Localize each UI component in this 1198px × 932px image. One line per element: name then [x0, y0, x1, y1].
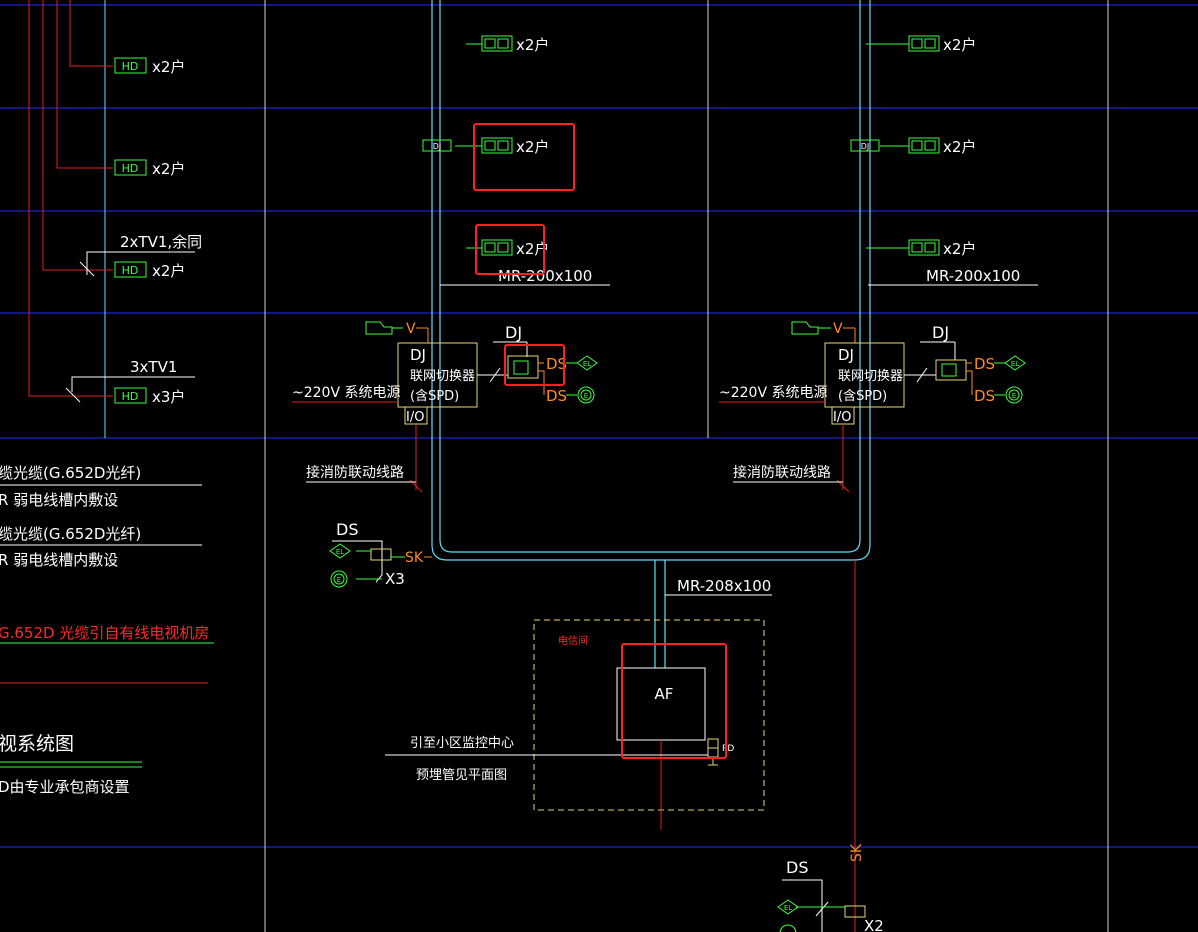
switch-title: DJ: [410, 346, 426, 364]
x3-label: X3: [385, 570, 405, 588]
ds-label: DS: [546, 355, 567, 373]
outlet-count: x2户: [943, 138, 976, 156]
x2-label: X2: [864, 917, 884, 932]
sk-vertical-label: SK: [849, 843, 865, 862]
fire-label: 接消防联动线路: [306, 464, 404, 481]
e-tag: E: [584, 392, 588, 400]
af-label: AF: [655, 685, 674, 703]
left-notes: 缆光缆(G.652D光纤) R 弱电线槽内敷设 缆光缆(G.652D光纤) R …: [0, 464, 214, 796]
dj-label: DJ: [932, 323, 949, 342]
diagram-title: 视系统图: [0, 733, 74, 755]
note-text: R 弱电线槽内敷设: [0, 551, 118, 569]
switch-title: DJ: [838, 346, 854, 364]
hd-tag: HD: [122, 162, 139, 175]
ds-label: DS: [786, 858, 808, 877]
power-label: ~220V 系统电源: [292, 385, 400, 401]
note-text: R 弱电线槽内敷设: [0, 491, 118, 509]
io-label: I/O: [406, 410, 424, 425]
pd-label: PD: [722, 744, 734, 754]
title-note: D由专业承包商设置: [0, 778, 130, 796]
el-tag: EL: [784, 904, 792, 912]
telecom-room: 电信间 AF PD 引至小区监控中心 预埋管见平面图: [385, 619, 765, 830]
switch-name: 联网切换器: [838, 369, 903, 384]
v-label: V: [833, 321, 843, 337]
main-tray-label: MR-208x100: [677, 577, 771, 595]
hd-count: x2户: [152, 160, 185, 178]
highlight-box: [473, 123, 575, 191]
ds-label: DS: [546, 387, 567, 405]
e-tag: E: [1012, 392, 1016, 400]
tray-label: MR-200x100: [926, 267, 1020, 285]
tray-label: MR-200x100: [498, 267, 592, 285]
frame-lines: [264, 0, 1109, 932]
v-label: V: [406, 321, 416, 337]
dj-label: DJ: [505, 323, 522, 342]
ds-label: DS: [974, 387, 995, 405]
sk-label: SK: [405, 550, 424, 566]
hd-count: x2户: [152, 262, 185, 280]
right-sk-riser: SK DS EL X2: [777, 560, 884, 932]
note-text: 缆光缆(G.652D光纤): [0, 525, 141, 543]
hd-tag: HD: [122, 60, 139, 73]
switch-spd: (含SPD): [410, 388, 459, 404]
center-switch: V DJ 联网切换器 (含SPD) I/O ~220V 系统电源 接消防联动线路…: [292, 321, 598, 493]
note-text: 缆光缆(G.652D光纤): [0, 464, 141, 482]
left-riser: HD HD HD HD x2户 x2户 x2户 x3户 2xTV1,余同 3xT…: [28, 0, 202, 438]
right-outlets: DJ x2户 x2户 x2户 MR-200x100: [850, 35, 1038, 286]
outlet-count: x2户: [943, 240, 976, 258]
io-label: I/O: [833, 410, 851, 425]
switch-spd: (含SPD): [838, 388, 887, 404]
highlight-boxes: [473, 123, 727, 759]
switch-name: 联网切换器: [410, 369, 475, 384]
outlet-count: x2户: [943, 36, 976, 54]
el-tag: EL: [583, 360, 591, 368]
right-switch: V DJ 联网切换器 (含SPD) I/O ~220V 系统电源 接消防联动线路…: [719, 321, 1026, 493]
outlet-count: x2户: [516, 36, 549, 54]
outlet-count: x2户: [516, 240, 549, 258]
main-tray: MR-208x100: [665, 577, 772, 596]
highlight-box: [621, 643, 727, 759]
annotation: 3xTV1: [130, 358, 177, 376]
monitor-note: 引至小区监控中心: [410, 736, 514, 751]
el-tag: EL: [1011, 360, 1019, 368]
room-label: 电信间: [558, 634, 588, 647]
fire-label: 接消防联动线路: [733, 464, 831, 481]
outlet-count: x2户: [516, 138, 549, 156]
red-note: G.652D 光缆引自有线电视机房: [0, 624, 209, 642]
annotation: 2xTV1,余同: [120, 233, 202, 251]
power-label: ~220V 系统电源: [719, 385, 827, 401]
e-tag: E: [337, 576, 341, 584]
el-tag: EL: [336, 548, 344, 556]
hd-count: x2户: [152, 58, 185, 76]
dj-small-label: DJ: [433, 142, 442, 151]
dj-small-label: DJ: [861, 142, 870, 151]
floor-lines: [0, 4, 1198, 848]
bottom-left-ds: DS EL E SK X3: [329, 520, 432, 588]
hd-count: x3户: [152, 388, 185, 406]
center-outlets: DJ x2户 x2户 x2户 MR-200x100: [422, 35, 610, 286]
ds-label: DS: [974, 355, 995, 373]
monitor-note: 预埋管见平面图: [416, 768, 507, 783]
highlight-box: [504, 344, 565, 386]
hd-tag: HD: [122, 264, 139, 277]
highlight-box: [475, 224, 545, 275]
hd-tag: HD: [122, 390, 139, 403]
ds-label: DS: [336, 520, 358, 539]
